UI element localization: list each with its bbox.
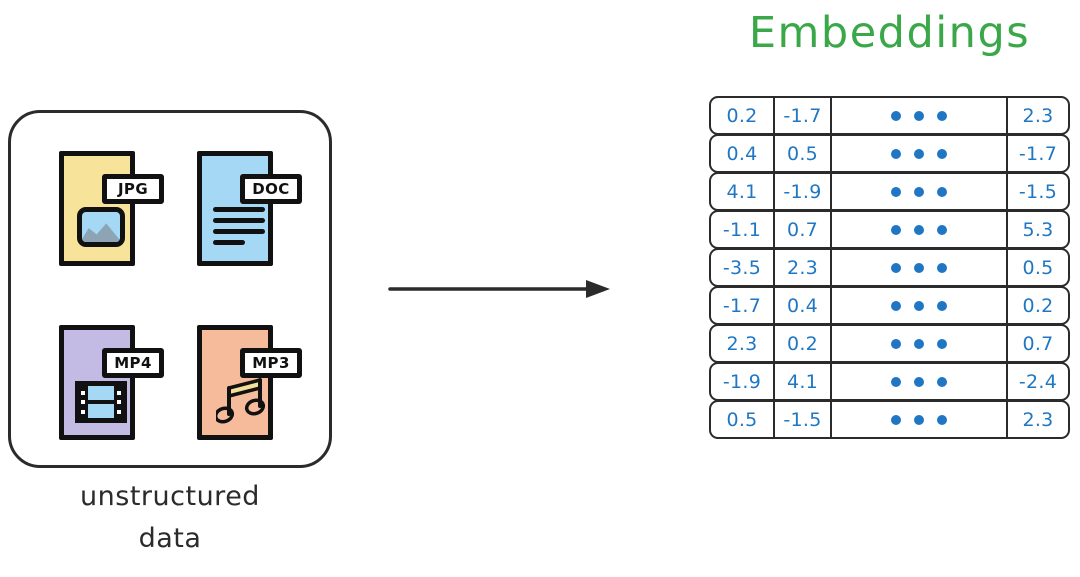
- image-icon: [77, 207, 125, 247]
- embedding-value: -1.7: [1006, 136, 1068, 171]
- caption-line-1: unstructured: [80, 481, 260, 512]
- unstructured-data-panel: JPG DOC MP4: [8, 110, 332, 468]
- embeddings-table: 0.2 -1.7 2.3 0.4 0.5 -1.7 4.1 -1.9 -1.5 …: [709, 96, 1070, 439]
- file-card-jpg[interactable]: JPG: [59, 151, 164, 266]
- caption-line-2: data: [138, 523, 202, 554]
- file-card-mp3[interactable]: MP3: [197, 325, 302, 440]
- embedding-value: 0.5: [1006, 250, 1068, 285]
- doc-line: [213, 229, 265, 234]
- music-note-icon: [213, 376, 268, 424]
- embedding-value: 0.2: [773, 326, 830, 361]
- film-perforations-left: [79, 385, 87, 419]
- doc-line: [213, 207, 265, 212]
- embeddings-title: Embeddings: [748, 8, 1031, 58]
- embedding-value: 4.1: [726, 180, 758, 203]
- embedding-value: 4.1: [773, 364, 830, 399]
- embedding-value: -1.7: [722, 294, 762, 317]
- embedding-value: -1.5: [1006, 174, 1068, 209]
- film-strip-icon: [75, 381, 127, 423]
- table-row: -3.5 2.3 0.5: [709, 248, 1070, 287]
- ellipsis-cell: [830, 212, 1006, 247]
- unstructured-data-caption: unstructured data: [8, 476, 332, 560]
- table-row: 4.1 -1.9 -1.5: [709, 172, 1070, 211]
- table-row: 2.3 0.2 0.7: [709, 324, 1070, 363]
- embedding-value: 5.3: [1006, 212, 1068, 247]
- embedding-value: -2.4: [1006, 364, 1068, 399]
- embedding-value: 0.2: [726, 104, 758, 127]
- embedding-value: -1.9: [773, 174, 830, 209]
- file-tag-mp4: MP4: [102, 348, 164, 378]
- embedding-value: 0.4: [726, 142, 758, 165]
- ellipsis-cell: [830, 326, 1006, 361]
- embedding-value: 0.5: [773, 136, 830, 171]
- ellipsis-cell: [830, 174, 1006, 209]
- file-tag-doc: DOC: [240, 174, 302, 204]
- embedding-value: 0.4: [773, 288, 830, 323]
- ellipsis-cell: [830, 364, 1006, 399]
- doc-line: [213, 240, 246, 245]
- embedding-value: -1.5: [773, 402, 830, 437]
- ellipsis-cell: [830, 402, 1006, 437]
- table-row: -1.1 0.7 5.3: [709, 210, 1070, 249]
- embedding-value: -1.1: [722, 218, 762, 241]
- document-lines-icon: [213, 207, 265, 245]
- embedding-value: -3.5: [722, 256, 762, 279]
- file-tag-mp3: MP3: [240, 348, 302, 378]
- embedding-value: 0.7: [1006, 326, 1068, 361]
- embedding-value: -1.7: [773, 98, 830, 133]
- ellipsis-cell: [830, 98, 1006, 133]
- ellipsis-cell: [830, 250, 1006, 285]
- table-row: -1.9 4.1 -2.4: [709, 362, 1070, 401]
- table-row: 0.2 -1.7 2.3: [709, 96, 1070, 135]
- embedding-value: -1.9: [722, 370, 762, 393]
- embedding-value: 2.3: [773, 250, 830, 285]
- flow-arrow-icon: [388, 275, 613, 303]
- doc-line: [213, 218, 265, 223]
- embedding-value: 0.5: [726, 408, 758, 431]
- table-row: 0.4 0.5 -1.7: [709, 134, 1070, 173]
- table-row: 0.5 -1.5 2.3: [709, 400, 1070, 439]
- file-card-grid: JPG DOC MP4: [11, 113, 329, 465]
- ellipsis-cell: [830, 136, 1006, 171]
- embedding-value: 2.3: [1006, 98, 1068, 133]
- mountain-shape: [82, 223, 120, 242]
- embedding-value: 0.7: [773, 212, 830, 247]
- file-tag-jpg: JPG: [102, 174, 164, 204]
- file-card-mp4[interactable]: MP4: [59, 325, 164, 440]
- ellipsis-cell: [830, 288, 1006, 323]
- embedding-value: 0.2: [1006, 288, 1068, 323]
- table-row: -1.7 0.4 0.2: [709, 286, 1070, 325]
- film-perforations-right: [115, 385, 123, 419]
- file-card-doc[interactable]: DOC: [197, 151, 302, 266]
- film-frames: [87, 385, 115, 419]
- embedding-value: 2.3: [726, 332, 758, 355]
- embedding-value: 2.3: [1006, 402, 1068, 437]
